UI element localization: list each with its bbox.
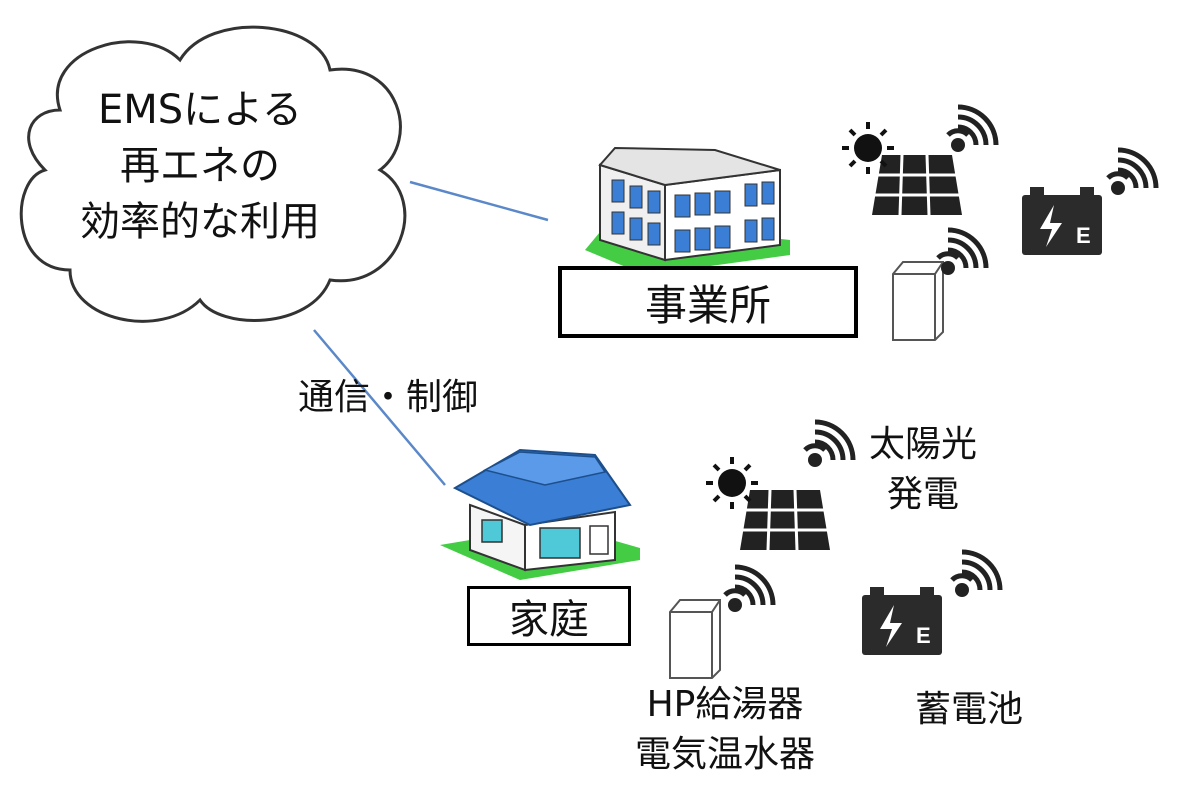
solar-label-line-1: 太陽光 — [868, 424, 977, 465]
home-solar-panel-icon — [704, 422, 853, 552]
cloud-line-1: EMSによる — [98, 87, 302, 133]
office-label-box: 事業所 — [558, 266, 858, 338]
communication-label: 通信・制御 — [298, 377, 479, 418]
solar-label-line-2: 発電 — [886, 474, 959, 515]
office-solar-panel-icon — [840, 107, 996, 217]
link-line-office — [409, 180, 549, 222]
office-building-icon — [585, 146, 790, 275]
office-water-heater-icon — [892, 230, 986, 341]
home-label: 家庭 — [509, 597, 589, 643]
cloud-line-2: 再エネの — [120, 143, 280, 189]
link-line-home — [313, 329, 446, 486]
ems-cloud — [19, 25, 407, 323]
home-label-box: 家庭 — [467, 586, 631, 646]
home-battery-icon — [862, 552, 1000, 655]
water-heater-label-line-2: 電気温水器 — [634, 734, 815, 775]
cloud-line-3: 効率的な利用 — [80, 199, 320, 245]
water-heater-label: HP給湯器 電気温水器 — [615, 680, 835, 780]
battery-label: 蓄電池 — [915, 689, 1024, 730]
home-water-heater-icon — [669, 567, 773, 679]
house-icon — [440, 448, 640, 580]
solar-label: 太陽光 発電 — [848, 420, 998, 520]
ems-cloud-text: EMSによる 再エネの 効率的な利用 — [35, 82, 365, 250]
office-label: 事業所 — [644, 280, 771, 330]
office-battery-icon — [1022, 150, 1156, 255]
water-heater-label-line-1: HP給湯器 — [646, 684, 804, 725]
